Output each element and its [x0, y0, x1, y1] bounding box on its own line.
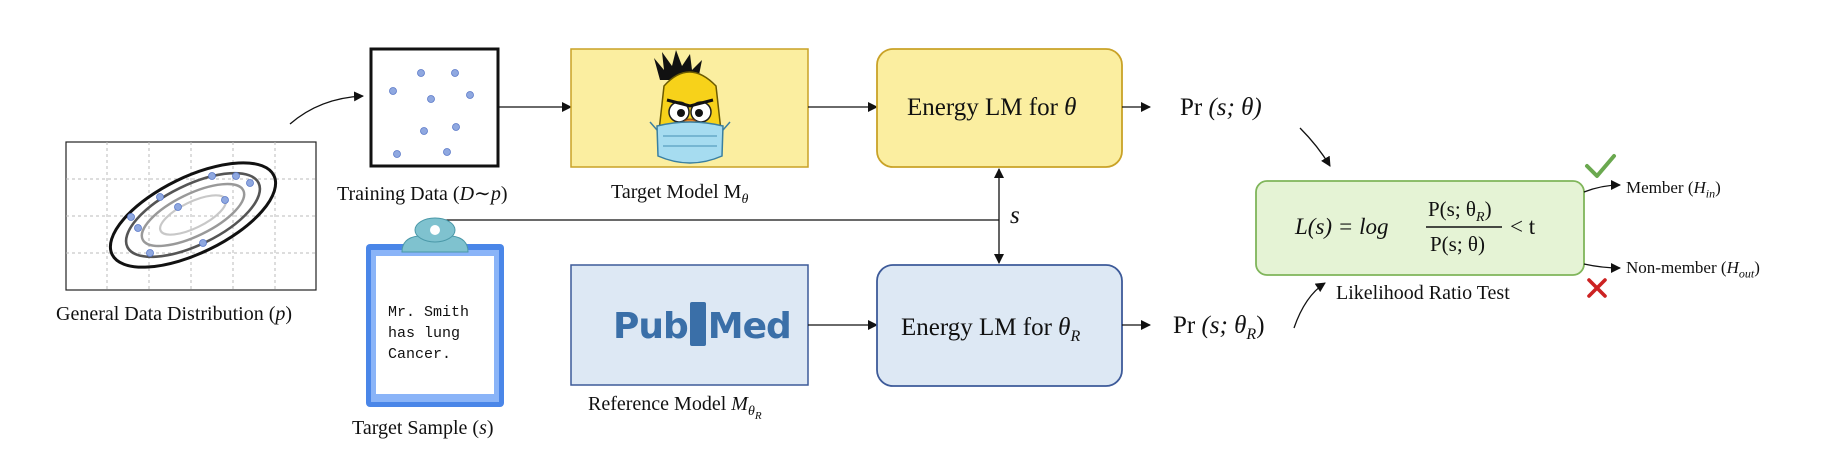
prob-bottom: Pr (s; θR)	[1173, 312, 1265, 343]
lrt-rhs: < t	[1510, 214, 1536, 239]
distribution-plot	[65, 141, 317, 291]
target-sample-caption: Target Sample (s)	[352, 417, 494, 439]
arrow-distribution-to-training	[289, 91, 364, 125]
training-data-box	[369, 47, 500, 168]
book-icon	[689, 302, 706, 346]
sample-line: Cancer.	[388, 346, 452, 363]
training-data-caption: Training Data (D∼p)	[337, 183, 508, 205]
cross-icon	[1587, 278, 1607, 298]
sample-variable: s	[1010, 202, 1020, 229]
energy-top-label: Energy LM for θ	[907, 94, 1077, 121]
lrt-numerator: P(s; θR)	[1428, 197, 1492, 226]
arrow-to-non-member	[1583, 262, 1621, 273]
prob-top: Pr (s; θ)	[1180, 94, 1262, 121]
lrt-denominator: P(s; θ)	[1430, 232, 1485, 256]
target-model-caption: Target Model Mθ	[611, 181, 749, 207]
lrt-box	[1255, 180, 1585, 276]
sample-line: Mr. Smith	[388, 304, 470, 321]
arrow-prob-top-to-lrt	[1299, 127, 1331, 167]
general-distribution-caption: General Data Distribution (p)	[56, 303, 293, 325]
energy-bottom-label: Energy LM for θR	[901, 314, 1081, 345]
check-icon	[1585, 154, 1616, 178]
pubmed-logo-right: Med	[707, 306, 792, 347]
lrt-caption: Likelihood Ratio Test	[1336, 282, 1510, 304]
bert-character-icon	[649, 50, 731, 164]
reference-model-caption: Reference Model MθR	[588, 393, 762, 422]
sample-text: Mr. Smith has lung Cancer.	[388, 302, 469, 365]
reference-model-box	[570, 264, 809, 386]
sample-connector	[432, 219, 999, 232]
arrow-to-member	[1583, 180, 1621, 193]
member-label: Member (Hin)	[1626, 178, 1721, 201]
energy-lm-top-box	[876, 48, 1123, 168]
pubmed-logo: Pub Med	[613, 302, 792, 347]
non-member-label: Non-member (Hout)	[1626, 258, 1760, 281]
sample-line: has lung	[388, 325, 461, 342]
clipboard-icon	[366, 217, 504, 407]
lrt-lhs: L(s) = log	[1295, 214, 1389, 239]
arrow-prob-bottom-to-lrt	[1293, 282, 1326, 329]
pubmed-logo-left: Pub	[613, 306, 689, 347]
